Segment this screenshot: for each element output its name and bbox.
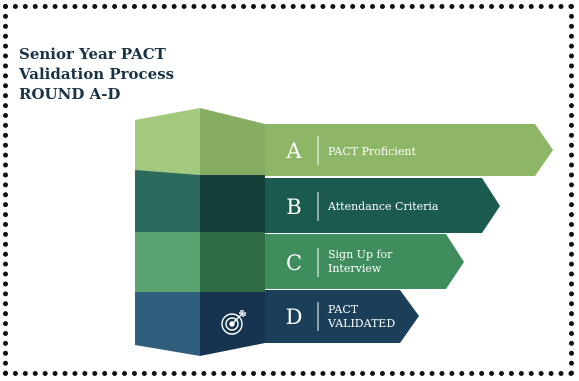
title-line-1: Senior Year PACT bbox=[19, 45, 166, 63]
dotted-border-frame bbox=[3, 4, 574, 376]
title-line-2: Validation Process bbox=[19, 65, 175, 83]
step-b-label: Attendance Criteria bbox=[327, 200, 439, 213]
step-c-arrow: C Sign Up for Interview bbox=[265, 234, 464, 289]
title-line-3: ROUND A-D bbox=[19, 85, 121, 103]
block-b bbox=[135, 170, 265, 232]
step-c-letter: C bbox=[286, 251, 302, 275]
step-d-letter: D bbox=[286, 305, 303, 329]
block-d bbox=[135, 292, 265, 356]
step-b-arrow: B Attendance Criteria bbox=[265, 178, 500, 233]
step-a-label: PACT Proficient bbox=[328, 145, 416, 158]
step-a-letter: A bbox=[285, 139, 302, 163]
block-a bbox=[135, 108, 265, 175]
step-b-letter: B bbox=[286, 195, 301, 219]
step-d-label-line-1: PACT bbox=[328, 303, 359, 316]
step-c-label-line-2: Interview bbox=[328, 262, 382, 275]
step-a-arrow: A PACT Proficient bbox=[265, 124, 553, 176]
step-c-label-line-1: Sign Up for bbox=[328, 248, 393, 261]
target-dart-icon bbox=[221, 310, 246, 335]
diagram-title: Senior Year PACT Validation Process ROUN… bbox=[19, 44, 174, 104]
block-c bbox=[135, 232, 265, 292]
step-d-arrow: D PACT VALIDATED bbox=[265, 290, 419, 343]
step-d-label-line-2: VALIDATED bbox=[327, 317, 395, 330]
